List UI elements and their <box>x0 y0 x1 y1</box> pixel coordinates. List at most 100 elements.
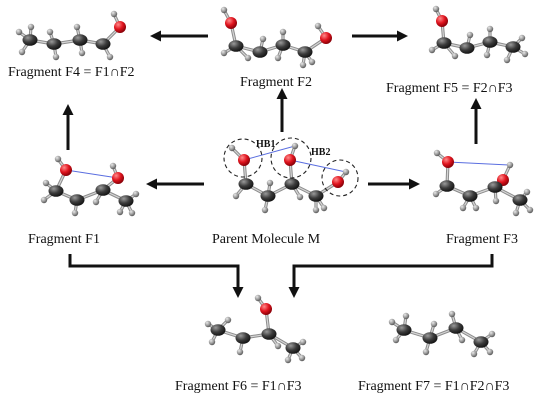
parent-molecule-hydrogen-atom <box>228 144 236 152</box>
arrow-m-to-f1-head <box>146 178 157 190</box>
fragment-f4-molecule-hydrogen-atom <box>110 10 118 18</box>
arrow-f1-to-f6-head <box>232 287 244 298</box>
fragment-f5-label: Fragment F5 = F2∩F3 <box>386 81 513 96</box>
arrow-f1-to-f4-head <box>62 104 74 115</box>
fragment-f5-molecule-hydrogen-atom <box>483 51 491 59</box>
parent-molecule <box>228 142 350 214</box>
arrow-m-to-f3 <box>368 178 420 190</box>
fragment-f3-molecule-hydrogen-bond <box>447 161 511 166</box>
fragment-f1-molecule-hydrogen-bond <box>65 169 119 179</box>
fragment-f3-molecule-carbon-atom <box>462 190 478 202</box>
fragment-f1-molecule-hydrogen-atom <box>71 209 79 217</box>
fragment-f3-molecule-carbon-atom <box>512 194 528 206</box>
arrow-f2-to-f4-head <box>150 30 161 42</box>
fragment-f6-molecule-hydrogen-atom <box>284 356 292 364</box>
parent-molecule-carbon-atom <box>308 190 324 202</box>
fragment-f3-molecule-hydrogen-atom <box>459 204 467 212</box>
fragment-f2-molecule-carbon-atom <box>275 39 291 51</box>
fragment-f6-molecule-carbon-atom <box>235 332 251 344</box>
fragment-f6-molecule-hydrogen-atom <box>224 316 232 324</box>
fragment-f4-molecule-hydrogen-atom <box>27 23 35 31</box>
fragment-f2-molecule-carbon-atom <box>228 40 244 52</box>
parent-molecule-carbon-atom <box>238 178 254 190</box>
parent-molecule-carbon-atom <box>260 190 276 202</box>
fragment-f1-molecule-hydrogen-atom <box>54 155 62 163</box>
parent-molecule-hydrogen-atom <box>232 192 240 200</box>
fragment-f2-molecule-hydrogen-atom <box>244 54 252 62</box>
fragment-f5-molecule-carbon-atom <box>436 37 452 49</box>
fragment-f5-molecule-carbon-atom <box>482 36 498 48</box>
parent-molecule-hydrogen-atom <box>296 193 304 201</box>
fragment-f5-molecule-carbon-atom <box>459 42 475 54</box>
arrow-m-to-f3-head <box>409 178 420 190</box>
fragment-f2-molecule-hydrogen-atom <box>299 61 307 69</box>
fragment-f4-label: Fragment F4 = F1∩F2 <box>8 65 135 80</box>
fragment-f6-molecule-oxygen-atom <box>260 303 272 315</box>
fragment-f2-molecule-hydrogen-atom <box>259 35 267 43</box>
arrow-m-to-f1 <box>146 178 204 190</box>
fragment-f7-molecule-atoms <box>388 310 496 358</box>
fragment-f4-molecule-hydrogen-atom <box>106 53 114 61</box>
fragment-f2-molecule-carbon-atom <box>252 46 268 58</box>
fragment-f5-molecule <box>428 5 529 64</box>
fragment-f3-molecule-hydrogen-atom <box>526 206 534 214</box>
fragment-f3-label: Fragment F3 <box>446 232 518 247</box>
fragment-f4-molecule-hydrogen-atom <box>15 28 23 36</box>
fragment-f1-molecule-oxygen-atom <box>112 172 124 184</box>
fragment-f2-molecule <box>220 6 332 69</box>
parent-molecule-carbon-atom <box>284 178 300 190</box>
fragment-f7-molecule <box>388 310 496 358</box>
parent-molecule-oxygen-atom <box>284 154 296 166</box>
arrow-f3-to-f6 <box>288 254 494 298</box>
hb1-label: HB1 <box>256 139 276 150</box>
hydroxyl-dashed-circle-1 <box>223 138 263 178</box>
parent-molecule-label: Parent Molecule M <box>212 232 321 247</box>
fragment-f4-molecule-atoms <box>15 10 126 61</box>
fragment-f7-molecule-hydrogen-atom <box>430 320 438 328</box>
fragment-f1-molecule-carbon-atom <box>95 184 111 196</box>
fragment-f7-molecule-hydrogen-atom <box>488 330 496 338</box>
fragment-f6-label: Fragment F6 = F1∩F3 <box>175 379 302 394</box>
fragment-f1-molecule-hydrogen-atom <box>40 196 48 204</box>
fragment-f1-molecule-hydrogen-atom <box>92 198 100 206</box>
fragment-f6-molecule-hydrogen-atom <box>254 294 262 302</box>
fragment-f3-molecule-hydrogen-atom <box>492 197 500 205</box>
arrow-f3-to-f6-path <box>292 254 494 287</box>
fragment-f7-molecule-hydrogen-atom <box>458 336 466 344</box>
fragment-f7-molecule-hydrogen-atom <box>486 348 494 356</box>
fragment-f5-molecule-hydrogen-atom <box>432 5 440 13</box>
fragment-f2-molecule-carbon-atom <box>297 46 313 58</box>
fragment-f3-molecule <box>432 149 534 217</box>
fragment-f3-molecule-hydrogen-atom <box>433 149 441 157</box>
fragment-f1-molecule-hydrogen-atom <box>132 190 140 198</box>
fragment-f6-molecule-atoms <box>204 294 307 364</box>
fragment-f4-molecule-hydrogen-atom <box>18 48 26 56</box>
arrow-f2-to-f5 <box>352 30 408 42</box>
fragment-f6-molecule-carbon-atom <box>210 324 226 336</box>
parent-molecule-oxygen-atom <box>238 154 250 166</box>
fragment-f4-molecule-carbon-atom <box>95 38 111 50</box>
fragment-f7-molecule-carbon-atom <box>422 332 438 344</box>
fragment-f7-molecule-hydrogen-atom <box>392 336 400 344</box>
fragment-f5-molecule-atoms <box>428 5 529 64</box>
fragment-f1-molecule-carbon-atom <box>118 195 134 207</box>
fragment-f7-molecule-hydrogen-atom <box>422 348 430 356</box>
fragment-f7-label: Fragment F7 = F1∩F2∩F3 <box>358 379 510 394</box>
arrow-m-to-f2-head <box>276 88 288 99</box>
fragment-f4-molecule-hydrogen-atom <box>46 28 54 36</box>
fragment-f4-molecule-hydrogen-atom <box>52 53 60 61</box>
fragment-f2-molecule-oxygen-atom <box>225 17 237 29</box>
fragment-f1-label: Fragment F1 <box>28 232 100 247</box>
fragment-f7-molecule-hydrogen-atom <box>388 318 396 326</box>
fragment-f3-molecule-carbon-atom <box>439 180 455 192</box>
molecules <box>15 5 534 364</box>
fragment-f7-molecule-hydrogen-atom <box>448 310 456 318</box>
fragment-f4-molecule-hydrogen-atom <box>73 23 81 31</box>
fragment-f3-molecule-hydrogen-atom <box>432 190 440 198</box>
arrow-f2-to-f4 <box>150 30 208 42</box>
parent-molecule-atoms <box>228 142 350 214</box>
parent-molecule-hydrogen-bond <box>289 159 347 173</box>
fragment-f2-molecule-bonds <box>222 8 328 67</box>
fragment-f4-molecule-carbon-atom <box>72 34 88 46</box>
